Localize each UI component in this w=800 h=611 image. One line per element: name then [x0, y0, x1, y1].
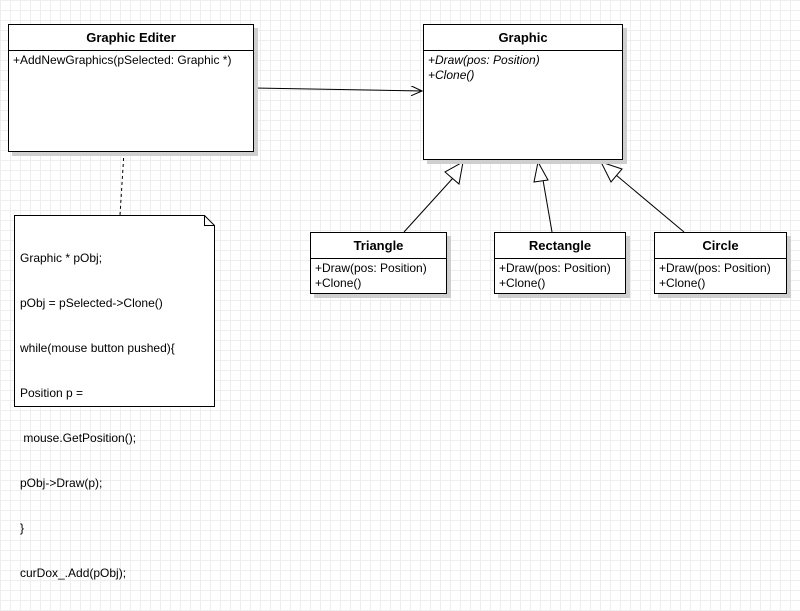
- note-shape: [14, 215, 215, 407]
- operation-draw: +Draw(pos: Position): [659, 261, 771, 275]
- note-anchor-line[interactable]: [119, 151, 125, 216]
- generalization-rectangle[interactable]: [533, 160, 553, 233]
- note-text: Graphic * pObj; pObj = pSelected->Clone(…: [20, 221, 175, 611]
- operation-add-new-graphics: +AddNewGraphics(pSelected: Graphic *): [13, 53, 232, 67]
- class-circle[interactable]: Circle +Draw(pos: Position) +Clone(): [654, 232, 787, 294]
- generalization-circle[interactable]: [600, 161, 685, 233]
- class-triangle[interactable]: Triangle +Draw(pos: Position) +Clone(): [310, 232, 447, 294]
- note-line: pObj = pSelected->Clone(): [20, 296, 163, 310]
- class-operations: +Draw(pos: Position) +Clone(): [424, 51, 622, 85]
- class-operations: +Draw(pos: Position) +Clone(): [311, 259, 446, 293]
- operation-draw: +Draw(pos: Position): [499, 261, 611, 275]
- operation-clone: +Clone(): [499, 276, 546, 290]
- class-graphic-editer[interactable]: Graphic Editer +AddNewGraphics(pSelected…: [8, 24, 254, 152]
- operation-draw: +Draw(pos: Position): [315, 261, 427, 275]
- note-line: mouse.GetPosition();: [20, 431, 137, 445]
- class-rectangle[interactable]: Rectangle +Draw(pos: Position) +Clone(): [494, 232, 626, 294]
- note-line: Graphic * pObj;: [20, 251, 103, 265]
- generalization-triangle[interactable]: [403, 161, 464, 233]
- class-operations: +Draw(pos: Position) +Clone(): [655, 259, 786, 293]
- note-line: curDox_.Add(pObj);: [20, 566, 127, 580]
- operation-clone: +Clone(): [659, 276, 706, 290]
- class-title: Triangle: [311, 233, 446, 259]
- class-title: Graphic: [424, 25, 622, 51]
- class-title: Graphic Editer: [9, 25, 253, 51]
- operation-clone: +Clone(): [315, 276, 362, 290]
- class-graphic[interactable]: Graphic +Draw(pos: Position) +Clone(): [423, 24, 623, 160]
- class-operations: +Draw(pos: Position) +Clone(): [495, 259, 625, 293]
- class-title: Rectangle: [495, 233, 625, 259]
- note-line: Position p =: [20, 386, 84, 400]
- connector-layer: [119, 0, 685, 233]
- note-line: pObj->Draw(p);: [20, 476, 103, 490]
- class-operations: +AddNewGraphics(pSelected: Graphic *): [9, 51, 253, 70]
- operation-draw: +Draw(pos: Position): [428, 53, 540, 67]
- note-line: }: [20, 521, 25, 535]
- code-note[interactable]: Graphic * pObj; pObj = pSelected->Clone(…: [14, 215, 215, 580]
- note-line: while(mouse button pushed){: [20, 341, 175, 355]
- operation-clone: +Clone(): [428, 68, 475, 82]
- association-line[interactable]: [253, 88, 422, 91]
- class-title: Circle: [655, 233, 786, 259]
